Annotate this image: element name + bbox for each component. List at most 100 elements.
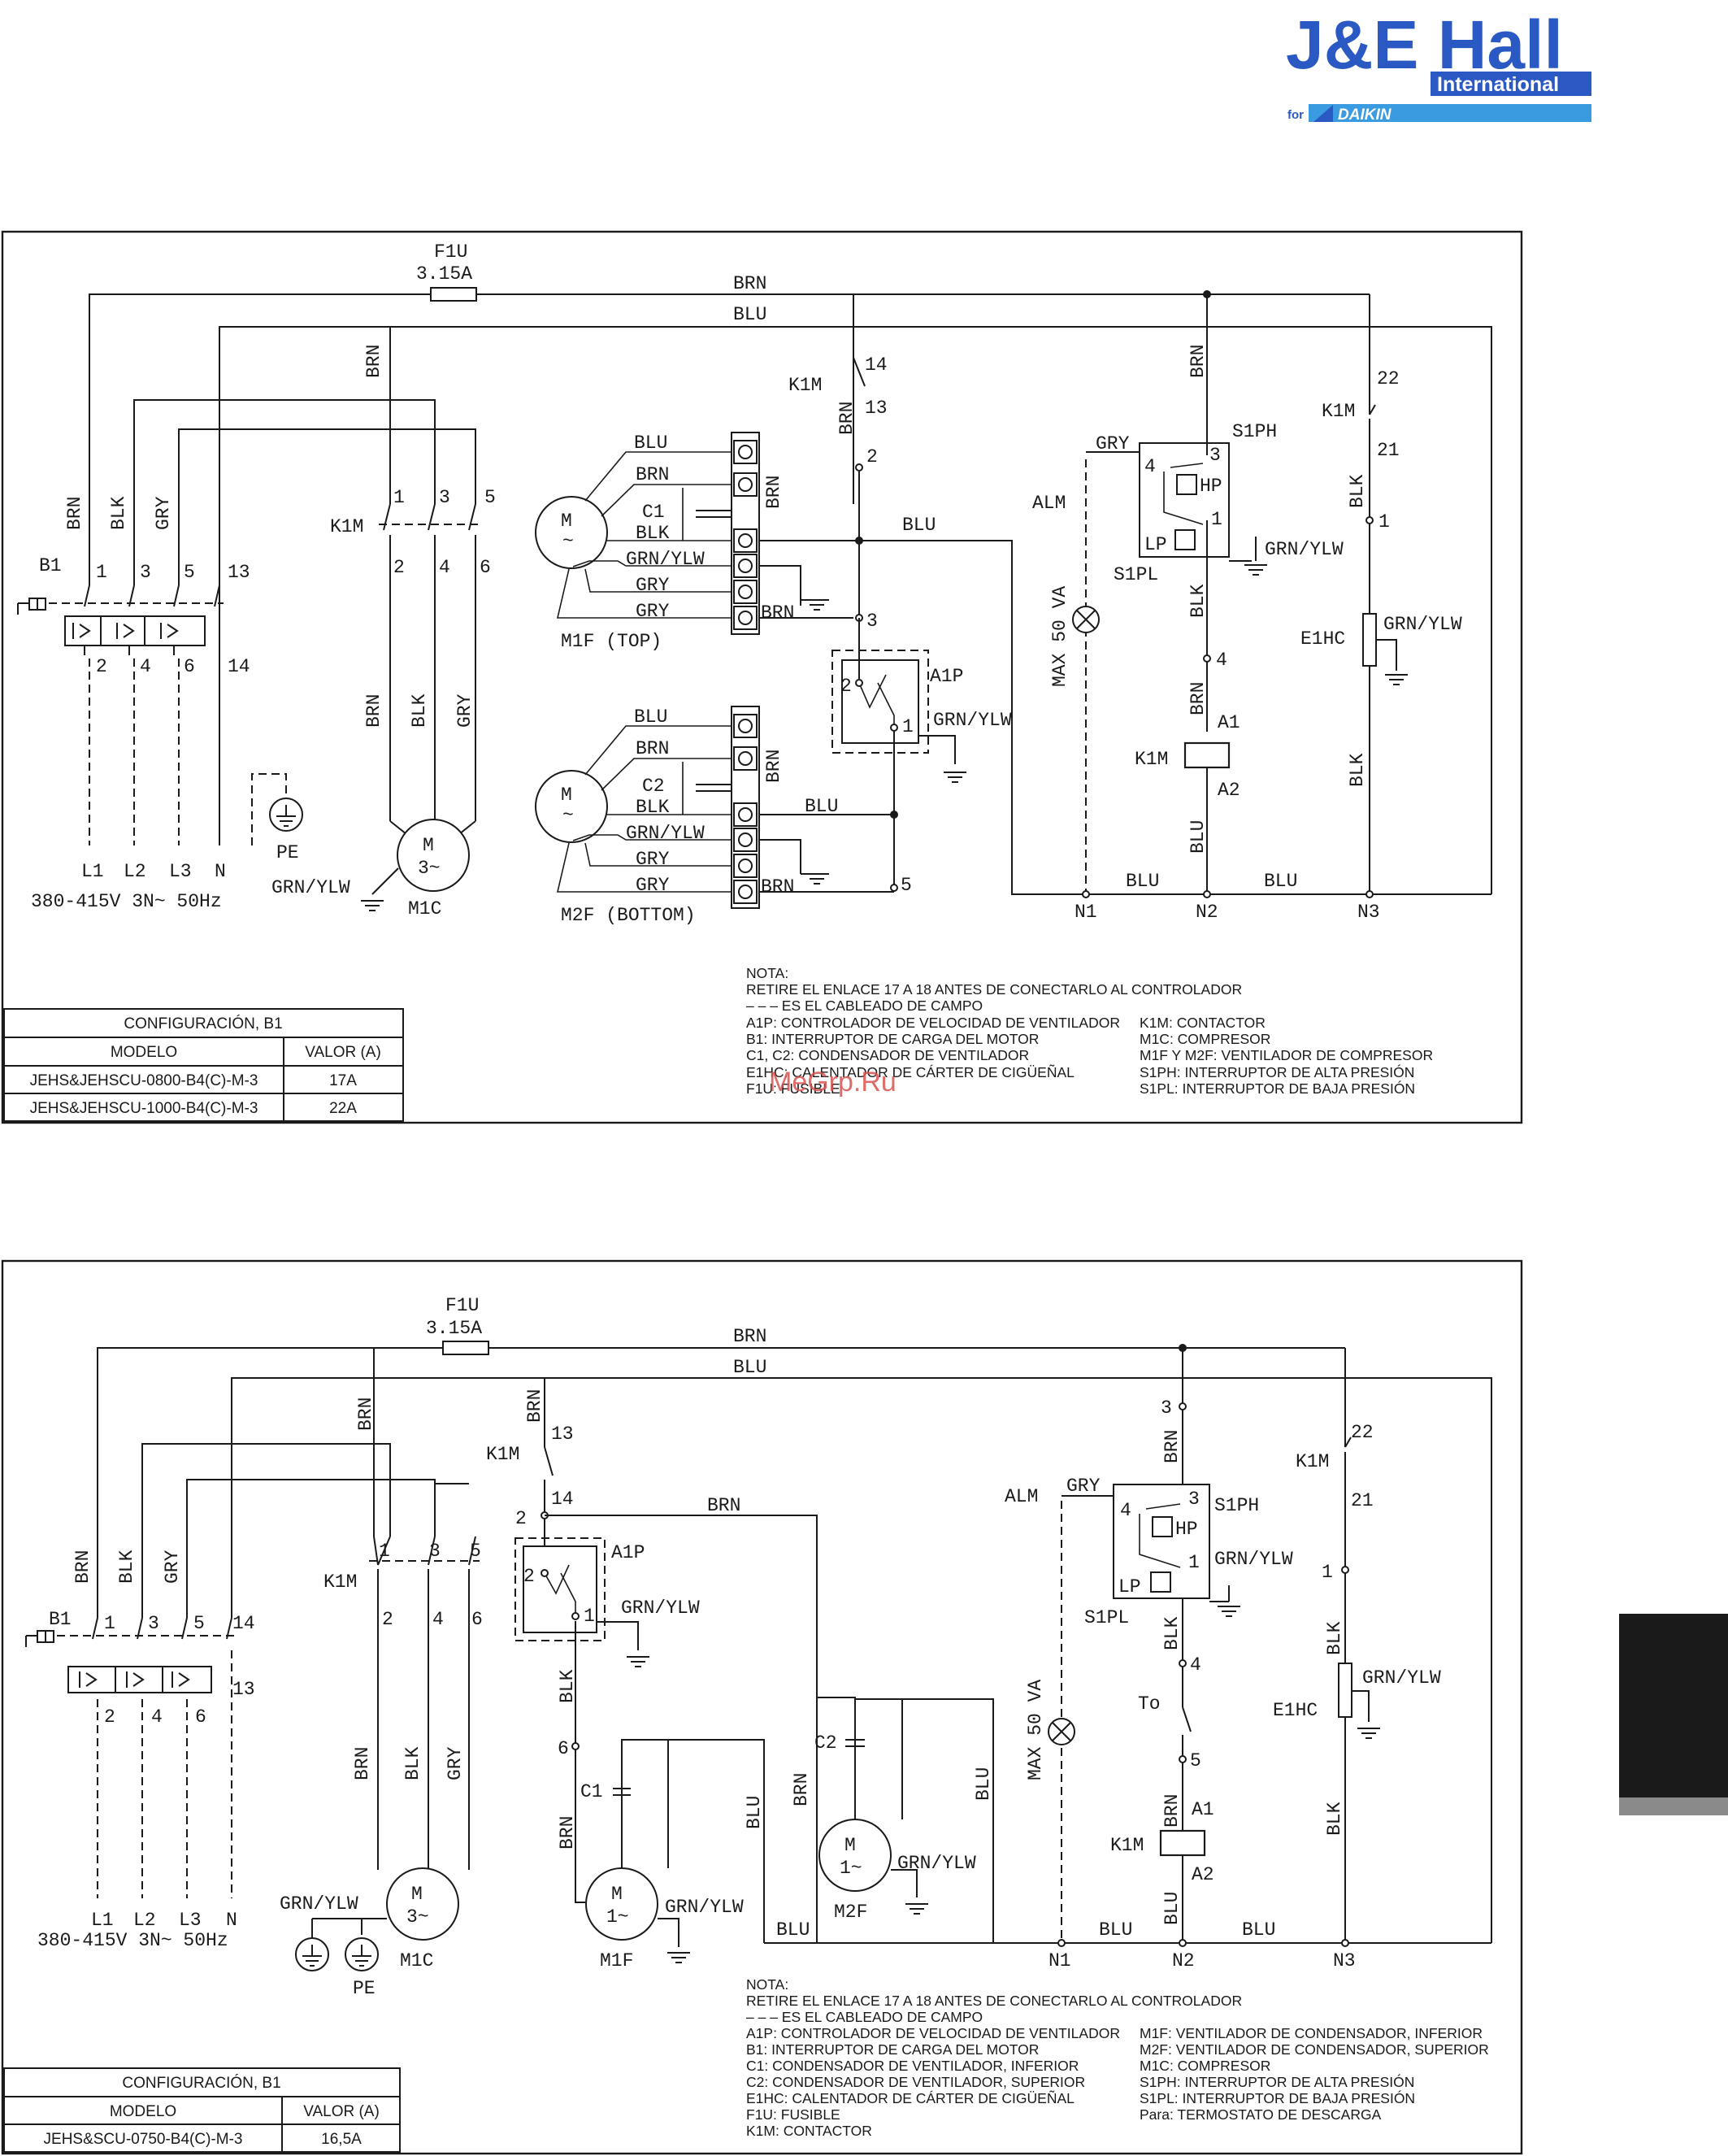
svg-text:JEHS&JEHSCU-1000-B4(C)-M-3: JEHS&JEHSCU-1000-B4(C)-M-3 <box>30 1100 258 1117</box>
svg-text:3.15A: 3.15A <box>426 1318 482 1339</box>
svg-text:CONFIGURACIÓN, B1: CONFIGURACIÓN, B1 <box>124 1015 282 1032</box>
svg-text:N: N <box>226 1910 237 1931</box>
brand-logo: J&E Hall International for DAIKIN <box>1286 7 1591 124</box>
svg-text:3~: 3~ <box>406 1906 429 1928</box>
svg-text:2: 2 <box>393 557 405 578</box>
svg-text:VALOR (A): VALOR (A) <box>303 2103 380 2120</box>
svg-text:GRY: GRY <box>153 496 174 530</box>
svg-text:K1M: CONTACTOR: K1M: CONTACTOR <box>1140 1015 1266 1031</box>
svg-text:C1: C1 <box>580 1781 603 1802</box>
svg-text:~: ~ <box>562 805 574 826</box>
svg-text:S1PH: S1PH <box>1232 421 1277 442</box>
fan-m1f-bottom-diagram: BRN C1 BLU M 1~ M1F GRN/YLW <box>557 1739 765 1971</box>
svg-text:M1F Y M2F: VENTILADOR DE COMPR: M1F Y M2F: VENTILADOR DE COMPRESOR <box>1140 1047 1433 1063</box>
svg-text:A1P: CONTROLADOR DE VELOCIDAD: A1P: CONTROLADOR DE VELOCIDAD DE VENTILA… <box>746 1015 1120 1031</box>
watermark: MeGrp.Ru <box>769 1067 897 1098</box>
svg-text:BRN: BRN <box>1161 1430 1183 1463</box>
svg-text:VALOR (A): VALOR (A) <box>305 1044 381 1061</box>
svg-text:K1M: K1M <box>788 375 822 396</box>
svg-text:GRY: GRY <box>636 575 670 596</box>
svg-text:K1M: K1M <box>1135 749 1168 770</box>
svg-text:GRN/YLW: GRN/YLW <box>1214 1549 1293 1570</box>
svg-text:JEHS&JEHSCU-0800-B4(C)-M-3: JEHS&JEHSCU-0800-B4(C)-M-3 <box>30 1072 258 1089</box>
svg-text:2: 2 <box>96 656 107 677</box>
fan-m2f-bottom-diagram: BRN C2 BLU M 1~ M2F GRN/YLW <box>791 1697 994 1943</box>
svg-text:M: M <box>561 511 572 532</box>
label-fuse-rating: 3.15A <box>416 263 472 285</box>
svg-text:BRN: BRN <box>761 876 794 898</box>
svg-text:BRN: BRN <box>1161 1794 1183 1828</box>
logo-partner: DAIKIN <box>1338 106 1392 124</box>
svg-text:BRN: BRN <box>64 497 85 530</box>
diagram-top-frame <box>1 230 1523 1124</box>
svg-text:380-415V 3N~ 50Hz: 380-415V 3N~ 50Hz <box>37 1930 228 1951</box>
svg-text:BLK: BLK <box>636 797 670 818</box>
svg-text:BLU: BLU <box>805 796 838 817</box>
logo-sub: International <box>1437 73 1559 96</box>
svg-text:BLK: BLK <box>1347 474 1368 508</box>
svg-text:A2: A2 <box>1218 780 1240 801</box>
svg-text:BLK: BLK <box>1161 1616 1183 1650</box>
svg-text:L2: L2 <box>124 861 146 882</box>
contactor-coil-k1m-bottom: A1 K1M A2 <box>1110 1799 1214 1885</box>
pressure-switches-s1ph-s1pl: S1PH S1PL 4 3 1 HP LP GRN/YLW <box>1114 290 1344 585</box>
svg-text:BRN: BRN <box>733 1326 766 1347</box>
svg-text:BRN: BRN <box>836 402 857 435</box>
svg-text:GRY: GRY <box>1096 433 1130 454</box>
svg-text:BLK: BLK <box>1187 584 1209 618</box>
svg-text:BLU: BLU <box>776 1919 810 1941</box>
svg-text:BRN: BRN <box>791 1773 812 1806</box>
page-side-tab <box>1619 1614 1728 1797</box>
svg-text:~: ~ <box>562 531 574 552</box>
svg-text:BLU: BLU <box>744 1796 765 1829</box>
diagram-bottom: F1U 3.15A BRN BLU BRN B1 BRN BLK GRY 1 3… <box>1 1259 1523 2155</box>
svg-text:GRN/YLW: GRN/YLW <box>1362 1667 1441 1689</box>
svg-text:M1F (TOP): M1F (TOP) <box>561 631 662 652</box>
svg-text:C1: C1 <box>642 502 665 523</box>
svg-text:M: M <box>844 1835 856 1856</box>
notes-top: NOTA: RETIRE EL ENLACE 17 A 18 ANTES DE … <box>746 965 1433 1097</box>
svg-text:M: M <box>561 785 572 806</box>
svg-text:C1: CONDENSADOR DE VENTILADOR,: C1: CONDENSADOR DE VENTILADOR, INFERIOR <box>746 2058 1079 2074</box>
svg-text:K1M: K1M <box>330 516 363 537</box>
label-b1: B1 <box>39 555 62 576</box>
svg-text:2: 2 <box>515 1508 527 1529</box>
svg-text:L1: L1 <box>91 1910 114 1931</box>
svg-text:BLU: BLU <box>902 515 936 536</box>
svg-text:4: 4 <box>439 557 450 578</box>
svg-text:BRN: BRN <box>557 1816 578 1850</box>
svg-text:BRN: BRN <box>636 464 669 485</box>
svg-text:F1U: F1U <box>445 1295 479 1316</box>
svg-text:BRN: BRN <box>352 1747 373 1780</box>
svg-text:F1U: FUSIBLE: F1U: FUSIBLE <box>746 1080 840 1097</box>
svg-text:S1PH: INTERRUPTOR DE ALTA PRES: S1PH: INTERRUPTOR DE ALTA PRESIÓN <box>1140 1063 1414 1080</box>
alarm-lamp-bottom: ALM GRY MAX 50 VA <box>1005 1476 1114 1943</box>
svg-text:GRN/YLW: GRN/YLW <box>626 823 705 844</box>
svg-text:BRN: BRN <box>1187 345 1209 378</box>
fan-speed-controller-a1p-bottom: A1P 2 1 GRN/YLW <box>514 1537 700 1667</box>
fan-m1f-top: M ~ M1F (TOP) BLU BRN C1 BLK GRN/YLW GRY… <box>535 432 794 652</box>
svg-text:S1PH: S1PH <box>1214 1495 1259 1516</box>
compressor-m1c: M 3~ M1C GRN/YLW <box>271 819 470 919</box>
svg-text:21: 21 <box>1351 1490 1374 1511</box>
svg-text:M1C: COMPRESOR: M1C: COMPRESOR <box>1140 2058 1270 2074</box>
svg-text:16,5A: 16,5A <box>321 2131 362 2148</box>
svg-text:22A: 22A <box>329 1100 357 1117</box>
svg-text:GRY: GRY <box>636 601 670 622</box>
svg-text:M2F: M2F <box>834 1902 867 1923</box>
svg-text:E1HC: E1HC <box>1273 1700 1318 1721</box>
svg-text:BLK: BLK <box>108 496 129 530</box>
svg-text:B1: B1 <box>49 1609 72 1630</box>
svg-text:GRY: GRY <box>636 875 670 896</box>
fan-m2f-bottom: M ~ M2F (BOTTOM) BLU BRN C2 BLK GRN/YLW … <box>535 706 794 926</box>
svg-text:GRN/YLW: GRN/YLW <box>665 1897 744 1918</box>
svg-text:5: 5 <box>484 487 496 508</box>
svg-text:– – – ES EL CABLEADO DE CAMPO: – – – ES EL CABLEADO DE CAMPO <box>746 998 983 1014</box>
svg-text:14: 14 <box>232 1613 255 1634</box>
svg-text:1~: 1~ <box>606 1906 629 1928</box>
svg-text:BLK: BLK <box>402 1746 423 1780</box>
svg-text:C2: C2 <box>642 776 665 797</box>
svg-text:2: 2 <box>866 446 878 467</box>
svg-text:13: 13 <box>228 562 250 583</box>
svg-text:K1M: K1M <box>323 1571 357 1593</box>
